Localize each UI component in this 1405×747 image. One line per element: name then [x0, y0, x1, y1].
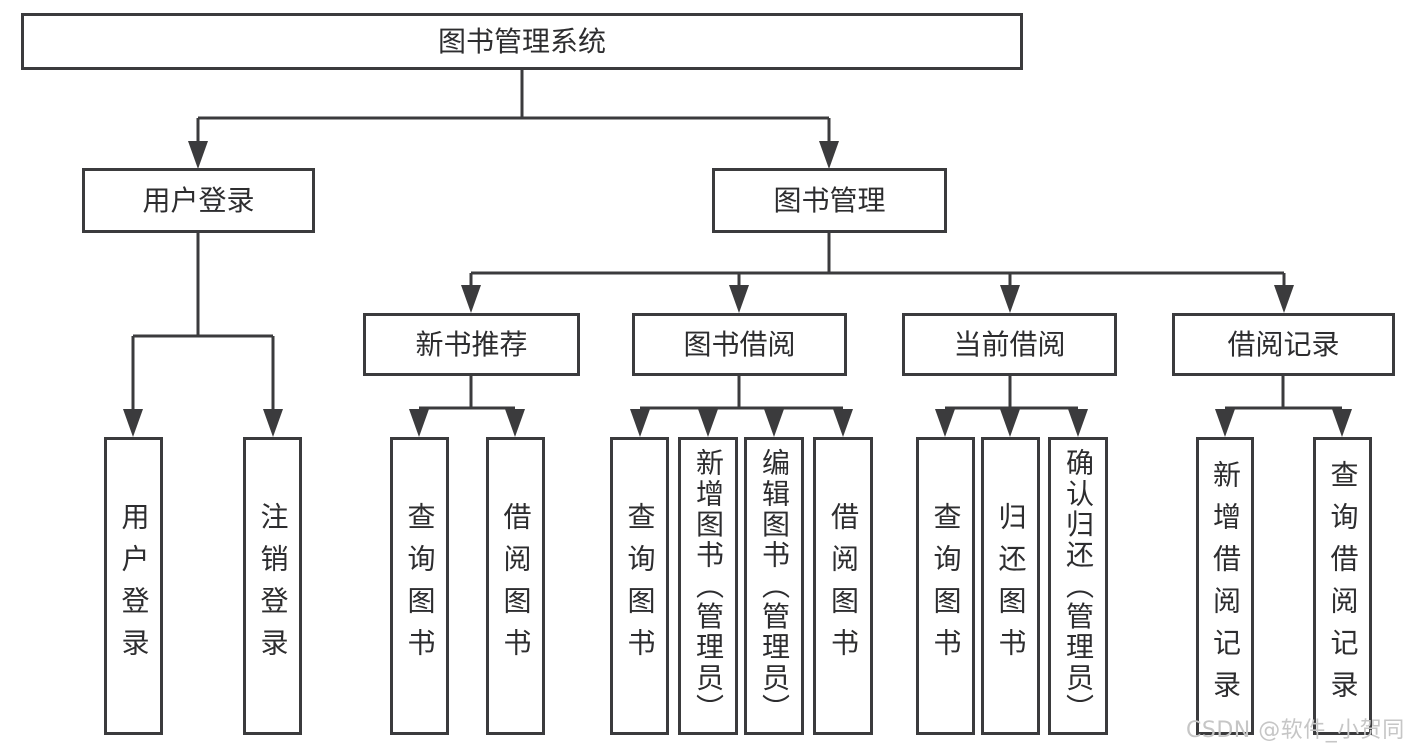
- node-library-management-system: 图书管理系统: [21, 13, 1023, 70]
- leaf-label: 借阅图书: [827, 502, 860, 670]
- leaf-label: 新增图书（管理员）: [692, 448, 725, 724]
- watermark: CSDN @软件_小贺同学: [1186, 718, 1405, 743]
- leaf-label: 注销登录: [256, 502, 290, 670]
- leaf-confirm-return-admin: 确认归还（管理员）: [1048, 437, 1108, 735]
- leaf-add-book-admin: 新增图书（管理员）: [678, 437, 738, 735]
- leaf-query-books-current: 查询图书: [916, 437, 975, 735]
- node-user-login: 用户登录: [82, 168, 315, 233]
- leaf-label: 归还图书: [994, 502, 1028, 670]
- leaf-return-books: 归还图书: [981, 437, 1040, 735]
- leaf-query-books-recommend: 查询图书: [390, 437, 449, 735]
- leaf-label: 查询图书: [929, 502, 963, 670]
- leaf-user-login: 用户登录: [104, 437, 163, 735]
- leaf-borrow-books-borrowing: 借阅图书: [813, 437, 873, 735]
- leaf-label: 查询图书: [623, 502, 657, 670]
- leaf-add-borrow-record: 新增借阅记录: [1196, 437, 1254, 735]
- leaf-query-borrow-record: 查询借阅记录: [1313, 437, 1372, 735]
- node-borrowing-records: 借阅记录: [1172, 313, 1395, 376]
- leaf-borrow-books-recommend: 借阅图书: [486, 437, 545, 735]
- leaf-label: 查询图书: [403, 502, 437, 670]
- leaf-label: 新增借阅记录: [1209, 460, 1242, 712]
- leaf-label: 用户登录: [117, 502, 151, 670]
- node-current-borrowing: 当前借阅: [902, 313, 1117, 376]
- leaf-label: 确认归还（管理员）: [1062, 448, 1095, 724]
- leaf-logout: 注销登录: [243, 437, 302, 735]
- node-new-book-recommendation: 新书推荐: [363, 313, 580, 376]
- leaf-label: 借阅图书: [499, 502, 533, 670]
- leaf-edit-book-admin: 编辑图书（管理员）: [744, 437, 804, 735]
- leaf-query-books-borrowing: 查询图书: [610, 437, 669, 735]
- leaf-label: 查询借阅记录: [1326, 460, 1360, 712]
- node-book-borrowing: 图书借阅: [632, 313, 847, 376]
- leaf-label: 编辑图书（管理员）: [758, 448, 791, 724]
- node-book-management: 图书管理: [712, 168, 947, 233]
